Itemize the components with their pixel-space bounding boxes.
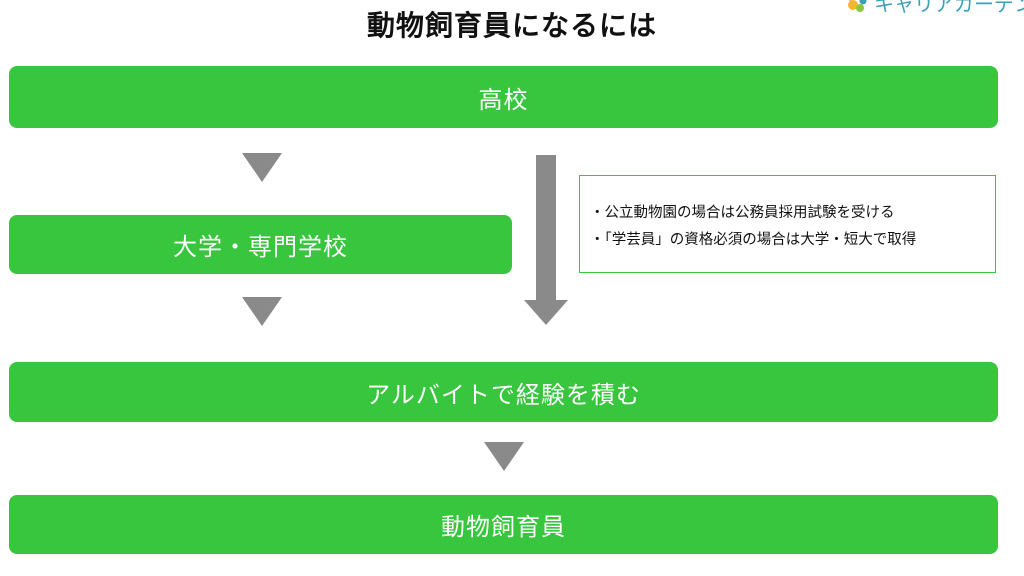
note-box: ・公立動物園の場合は公務員採用試験を受ける ・「学芸員」の資格必須の場合は大学・… xyxy=(579,175,996,273)
step-animal-keeper: 動物飼育員 xyxy=(9,495,998,554)
down-arrow-3 xyxy=(484,442,524,471)
leaf-logo-icon xyxy=(848,0,867,12)
logo-text: キャリアガーデン xyxy=(874,0,1024,16)
step-part-time: アルバイトで経験を積む xyxy=(9,362,998,422)
note-line-curator: ・「学芸員」の資格必須の場合は大学・短大で取得 xyxy=(590,232,917,248)
page-title: 動物飼育員になるには xyxy=(366,9,657,42)
step-university: 大学・専門学校 xyxy=(9,215,512,274)
long-down-arrow xyxy=(524,155,568,325)
logo: キャリアガーデン xyxy=(844,0,1024,17)
down-arrow-1 xyxy=(242,153,282,182)
step-high-school: 高校 xyxy=(9,66,998,128)
down-arrow-2 xyxy=(242,297,282,326)
note-line-civil-service: ・公立動物園の場合は公務員採用試験を受ける xyxy=(590,205,895,221)
